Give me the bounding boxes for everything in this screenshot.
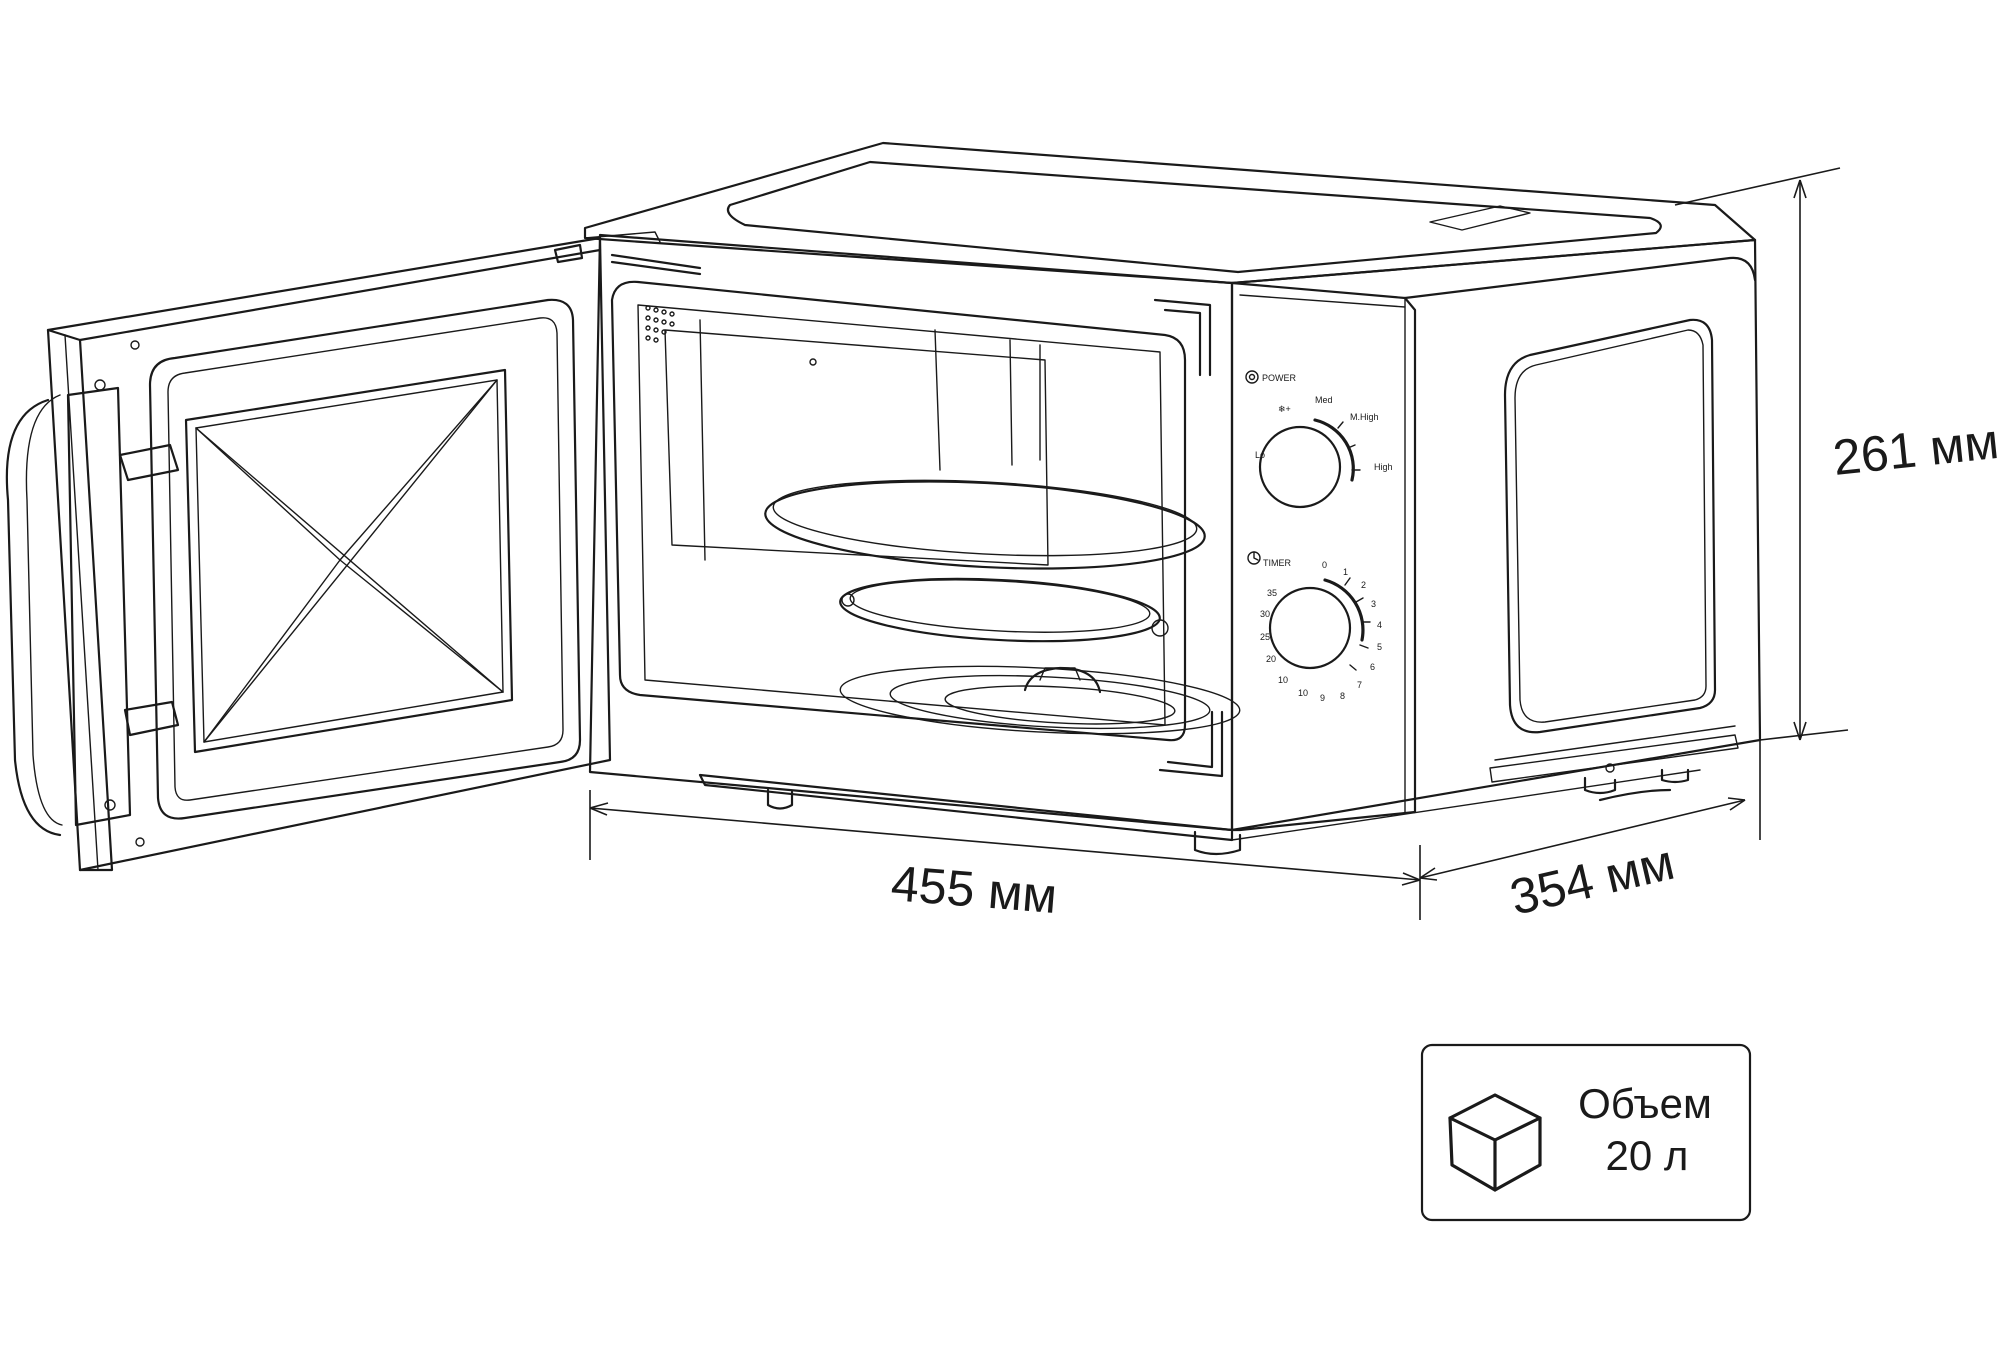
power-knob[interactable]: [1258, 418, 1361, 509]
timer-mark-6: 6: [1370, 662, 1375, 672]
vent-dots: [645, 305, 675, 343]
microwave-body: [583, 141, 1762, 856]
width-dimension: 455 мм: [589, 790, 1421, 924]
timer-knob[interactable]: [1268, 577, 1371, 671]
height-dimension: 261 мм: [1674, 167, 2000, 741]
timer-mark-8: 8: [1340, 691, 1345, 701]
control-panel: POWER ❄+ Med M.High Lo High TIMER 0 1 2 …: [1230, 281, 1417, 832]
volume-badge: Объем 20 л: [1420, 1043, 1752, 1222]
power-level-defrost: ❄+: [1278, 404, 1291, 414]
power-icon: [1245, 370, 1259, 384]
timer-mark-30: 30: [1260, 609, 1270, 619]
power-level-med: Med: [1315, 395, 1333, 405]
timer-mark-2: 2: [1361, 580, 1366, 590]
timer-mark-1: 1: [1343, 567, 1348, 577]
timer-mark-7: 7: [1357, 680, 1362, 690]
timer-mark-35: 35: [1267, 588, 1277, 598]
power-level-high: High: [1374, 462, 1393, 472]
timer-icon: [1247, 551, 1261, 565]
power-level-lo: Lo: [1255, 450, 1265, 460]
power-level-m-high: M.High: [1350, 412, 1379, 422]
timer-mark-4: 4: [1377, 620, 1382, 630]
timer-mark-20: 20: [1266, 654, 1276, 664]
power-label: POWER: [1262, 373, 1297, 383]
door: [5, 231, 661, 872]
cube-icon: [1448, 1093, 1542, 1192]
width-label: 455 мм: [889, 855, 1059, 924]
timer-mark-0: 0: [1322, 560, 1327, 570]
height-label: 261 мм: [1830, 413, 2000, 486]
timer-mark-9: 9: [1320, 693, 1325, 703]
timer-label: TIMER: [1263, 558, 1291, 568]
timer-mark-5: 5: [1377, 642, 1382, 652]
timer-mark-10: 10: [1298, 688, 1308, 698]
depth-label: 354 мм: [1505, 834, 1679, 926]
volume-label: Объем: [1578, 1080, 1712, 1127]
timer-mark-25: 25: [1260, 632, 1270, 642]
timer-mark-10b: 10: [1278, 675, 1288, 685]
volume-value: 20 л: [1606, 1132, 1689, 1179]
timer-mark-3: 3: [1371, 599, 1376, 609]
cavity: [610, 253, 1241, 778]
